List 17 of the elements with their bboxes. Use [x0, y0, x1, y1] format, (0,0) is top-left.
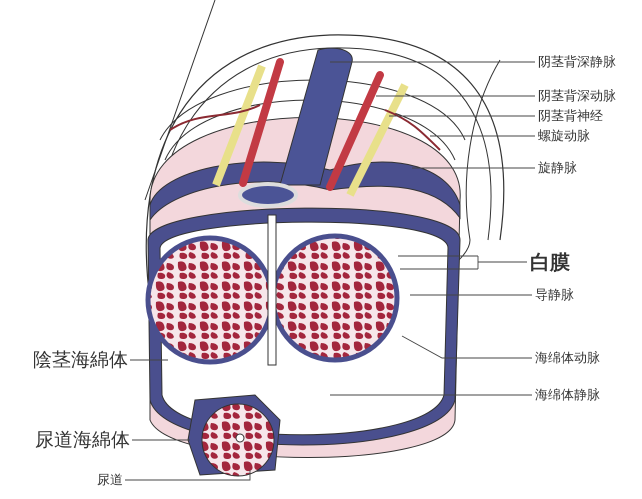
anatomy-label: 阴茎背神经 — [538, 110, 603, 122]
anatomy-label: 尿道海綿体 — [35, 430, 130, 450]
anatomy-label: 螺旋动脉 — [538, 130, 590, 142]
anatomy-label: 导静脉 — [535, 288, 574, 302]
leader-line — [330, 394, 532, 396]
leader-line — [398, 256, 528, 270]
anatomy-label: 尿道 — [97, 474, 123, 486]
anatomy-label: 阴茎背深动脉 — [538, 90, 616, 102]
anatomy-label: 陰茎海綿体 — [33, 350, 128, 370]
anatomy-label: 白膜 — [530, 252, 570, 272]
anatomy-label: 海绵体动脉 — [535, 352, 600, 364]
anatomy-label: 旋静脉 — [538, 162, 577, 174]
leader-line — [402, 336, 532, 358]
leader-line — [410, 294, 532, 296]
anatomy-label: 阴茎背深静脉 — [538, 56, 616, 68]
anatomy-label: 海绵体静脉 — [535, 388, 600, 402]
leader-line — [124, 470, 250, 480]
